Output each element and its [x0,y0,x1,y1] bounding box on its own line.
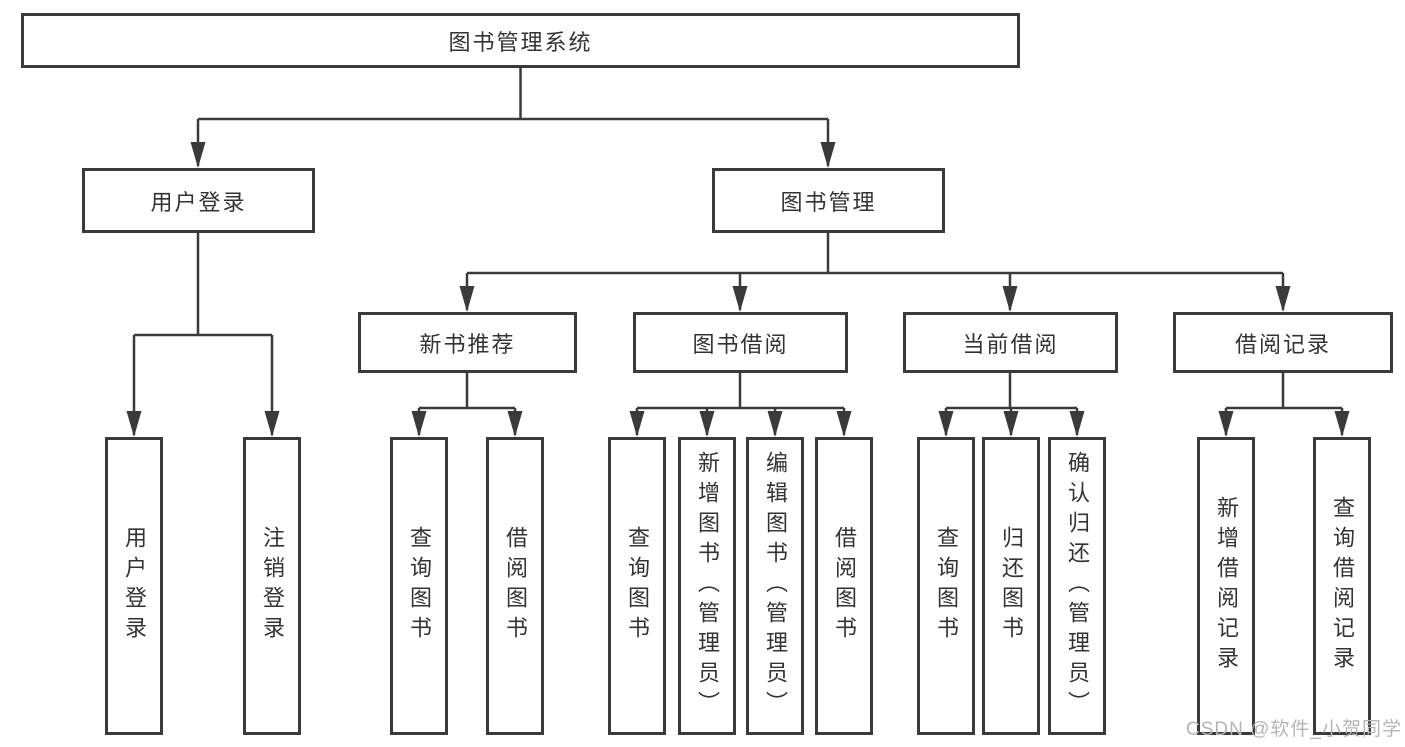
node-leaf-query-books-current: 查询图书 [917,437,975,735]
node-leaf-add-book-admin: 新增图书（管理员） [678,437,736,735]
node-book-management-label: 图书管理 [780,189,877,215]
node-library-system: 图书管理系统 [21,13,1020,68]
node-borrowing-records: 借阅记录 [1173,312,1393,373]
csdn-watermark: CSDN @软件_小贺同学 [1186,719,1402,740]
node-book-borrowing-label: 图书借阅 [692,331,789,357]
node-leaf-user-login-label: 用户登录 [122,526,147,646]
node-leaf-borrow-books-label: 借阅图书 [832,526,857,646]
node-leaf-query-books-current-label: 查询图书 [934,526,959,646]
node-leaf-user-login: 用户登录 [105,437,163,735]
node-leaf-add-book-admin-label: 新增图书（管理员） [695,451,720,721]
node-current-borrowing: 当前借阅 [903,312,1118,373]
node-leaf-edit-book-admin: 编辑图书（管理员） [746,437,804,735]
node-leaf-logout: 注销登录 [243,437,301,735]
node-current-borrowing-label: 当前借阅 [962,331,1059,357]
node-leaf-return-books: 归还图书 [982,437,1040,735]
node-leaf-query-books-rec: 查询图书 [390,437,448,735]
node-user-login: 用户登录 [82,168,315,233]
node-leaf-confirm-return-admin: 确认归还（管理员） [1048,437,1106,735]
node-new-book-recommend: 新书推荐 [358,312,577,373]
node-leaf-query-borrow-record-label: 查询借阅记录 [1330,496,1355,676]
node-leaf-add-borrow-record-label: 新增借阅记录 [1214,496,1239,676]
node-user-login-label: 用户登录 [150,189,247,215]
node-leaf-return-books-label: 归还图书 [999,526,1024,646]
node-leaf-borrow-books: 借阅图书 [815,437,873,735]
node-leaf-query-books-rec-label: 查询图书 [407,526,432,646]
node-leaf-borrow-books-rec: 借阅图书 [486,437,544,735]
node-leaf-query-books-borrow: 查询图书 [608,437,666,735]
node-new-book-recommend-label: 新书推荐 [419,331,516,357]
node-leaf-logout-label: 注销登录 [260,526,285,646]
node-leaf-query-borrow-record: 查询借阅记录 [1313,437,1371,735]
node-leaf-query-books-borrow-label: 查询图书 [625,526,650,646]
node-borrowing-records-label: 借阅记录 [1234,331,1331,357]
node-library-system-label: 图书管理系统 [448,29,593,55]
node-book-borrowing: 图书借阅 [633,312,848,373]
node-leaf-confirm-return-admin-label: 确认归还（管理员） [1065,451,1090,721]
node-leaf-edit-book-admin-label: 编辑图书（管理员） [763,451,788,721]
node-leaf-borrow-books-rec-label: 借阅图书 [503,526,528,646]
node-book-management: 图书管理 [712,168,945,233]
node-leaf-add-borrow-record: 新增借阅记录 [1197,437,1255,735]
